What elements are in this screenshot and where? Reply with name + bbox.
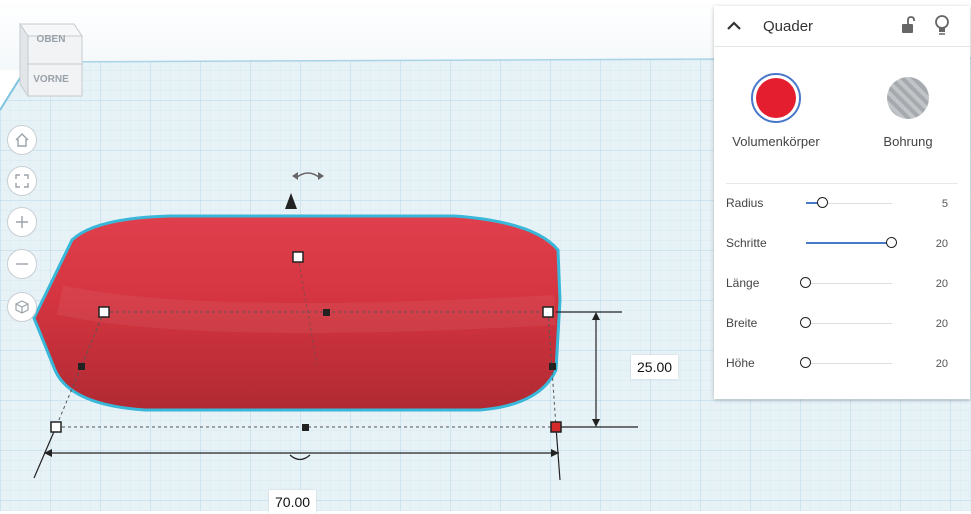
property-row: Länge 20 bbox=[726, 274, 958, 294]
resize-handles bbox=[50, 251, 562, 433]
view-cube[interactable]: OBEN VORNE bbox=[14, 16, 86, 98]
shape-title: Quader bbox=[763, 18, 814, 35]
material-solid-option[interactable]: Volumenkörper bbox=[726, 72, 826, 149]
property-row: Radius 5 bbox=[726, 194, 958, 214]
property-slider-fill bbox=[806, 242, 892, 244]
handle-front-left[interactable] bbox=[50, 421, 62, 433]
property-slider-track[interactable] bbox=[806, 363, 892, 364]
handle-mid-right[interactable] bbox=[549, 363, 556, 370]
property-label: Höhe bbox=[726, 356, 755, 370]
perspective-button[interactable] bbox=[7, 292, 37, 322]
property-slider-knob[interactable] bbox=[817, 197, 828, 208]
property-row: Höhe 20 bbox=[726, 354, 958, 374]
property-value[interactable]: 20 bbox=[935, 318, 948, 330]
material-hole-label: Bohrung bbox=[883, 134, 933, 149]
hole-swatch bbox=[887, 77, 929, 119]
property-slider-fill bbox=[806, 202, 823, 204]
unlock-icon[interactable] bbox=[900, 15, 916, 35]
property-slider-track[interactable] bbox=[806, 323, 892, 324]
property-label: Länge bbox=[726, 276, 760, 290]
handle-mid-back[interactable] bbox=[323, 309, 330, 316]
property-slider-knob[interactable] bbox=[800, 357, 811, 368]
rotate-handle[interactable] bbox=[292, 172, 324, 180]
lightbulb-icon[interactable] bbox=[934, 14, 950, 36]
chevron-up-icon[interactable] bbox=[726, 20, 742, 32]
zoom-out-icon bbox=[16, 263, 28, 265]
handle-back-right[interactable] bbox=[542, 306, 554, 318]
handle-top[interactable] bbox=[292, 251, 304, 263]
material-solid-label: Volumenkörper bbox=[732, 134, 820, 149]
property-row: Breite 20 bbox=[726, 314, 958, 334]
property-slider-knob[interactable] bbox=[886, 237, 897, 248]
material-hole-option[interactable]: Bohrung bbox=[858, 72, 958, 149]
property-slider-knob[interactable] bbox=[800, 317, 811, 328]
property-value[interactable]: 20 bbox=[935, 278, 948, 290]
fit-view-icon bbox=[15, 174, 29, 188]
home-icon bbox=[15, 133, 29, 147]
lift-cone-handle[interactable] bbox=[285, 193, 297, 209]
handle-back-left[interactable] bbox=[98, 306, 110, 318]
property-value[interactable]: 5 bbox=[941, 198, 948, 210]
height-dimension-label[interactable]: 25.00 bbox=[631, 355, 679, 379]
handle-mid-left[interactable] bbox=[78, 363, 85, 370]
zoom-in-icon bbox=[16, 216, 28, 228]
view-cube-top-label: OBEN bbox=[37, 34, 66, 45]
property-value[interactable]: 20 bbox=[935, 238, 948, 250]
view-cube-front-label: VORNE bbox=[33, 74, 69, 85]
property-label: Schritte bbox=[726, 236, 767, 250]
zoom-out-button[interactable] bbox=[7, 249, 37, 279]
fit-view-button[interactable] bbox=[7, 166, 37, 196]
property-slider-track[interactable] bbox=[806, 203, 892, 204]
property-slider-knob[interactable] bbox=[800, 277, 811, 288]
length-dimension-label[interactable]: 70.00 bbox=[269, 490, 317, 514]
handle-front-right[interactable] bbox=[550, 421, 562, 433]
view-cube-icon bbox=[15, 300, 29, 314]
property-value[interactable]: 20 bbox=[935, 358, 948, 370]
solid-swatch bbox=[751, 73, 801, 123]
property-slider-track[interactable] bbox=[806, 283, 892, 284]
zoom-in-button[interactable] bbox=[7, 207, 37, 237]
inspector-header: Quader bbox=[714, 6, 970, 47]
box-shape[interactable] bbox=[32, 214, 562, 412]
property-label: Radius bbox=[726, 196, 764, 210]
property-label: Breite bbox=[726, 316, 758, 330]
property-row: Schritte 20 bbox=[726, 234, 958, 254]
home-view-button[interactable] bbox=[7, 125, 37, 155]
handle-mid-front[interactable] bbox=[302, 424, 309, 431]
